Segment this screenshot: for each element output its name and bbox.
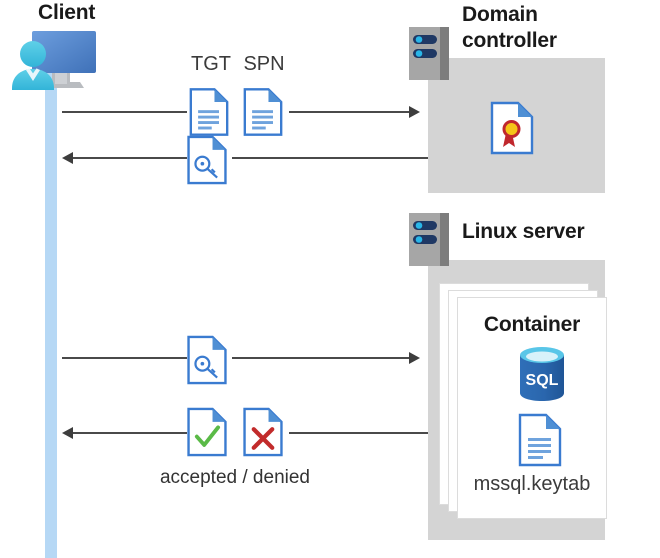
- arrow-dc-to-client-head: [62, 152, 73, 164]
- keytab-document-icon: [518, 413, 562, 467]
- arrow-client-to-dc-segment-left: [62, 111, 187, 113]
- arrow-linux-to-client-segment-right: [289, 432, 428, 434]
- container-card-front[interactable]: [457, 297, 607, 519]
- spn-label: SPN: [243, 53, 285, 75]
- arrow-client-to-dc-segment-right: [289, 111, 410, 113]
- svg-text:SQL: SQL: [526, 372, 559, 389]
- arrow-dc-to-client-segment-right: [232, 157, 428, 159]
- arrow-client-to-linux-head: [409, 352, 420, 364]
- request-document-key-icon: [186, 335, 228, 385]
- accepted-denied-label: accepted / denied: [159, 467, 310, 488]
- domain-controller-title: Domain controller: [462, 3, 557, 52]
- arrow-linux-to-client-segment-left: [73, 432, 187, 434]
- arrow-linux-to-client-head: [62, 427, 73, 439]
- arrow-client-to-linux-segment-left: [62, 357, 187, 359]
- tgt-document-icon: [189, 88, 229, 136]
- ticket-document-key-icon: [186, 135, 228, 185]
- container-title: Container: [483, 313, 581, 336]
- sql-database-icon: SQL: [516, 345, 568, 403]
- tgt-label: TGT: [191, 53, 231, 75]
- denied-document-x-icon: [242, 407, 284, 457]
- linux-server-icon: [409, 213, 449, 266]
- certificate-icon: [490, 101, 534, 155]
- accepted-document-check-icon: [186, 407, 228, 457]
- spn-document-icon: [243, 88, 283, 136]
- arrow-client-to-dc-head: [409, 106, 420, 118]
- linux-server-title: Linux server: [462, 220, 585, 243]
- arrow-client-to-linux-segment-right: [232, 357, 410, 359]
- arrow-dc-to-client-segment-left: [73, 157, 187, 159]
- client-title: Client: [38, 1, 96, 24]
- client-workstation-icon: [8, 24, 112, 94]
- keytab-filename-label: mssql.keytab: [473, 473, 591, 495]
- domain-controller-server-icon: [409, 27, 449, 80]
- client-lifeline: [45, 62, 57, 558]
